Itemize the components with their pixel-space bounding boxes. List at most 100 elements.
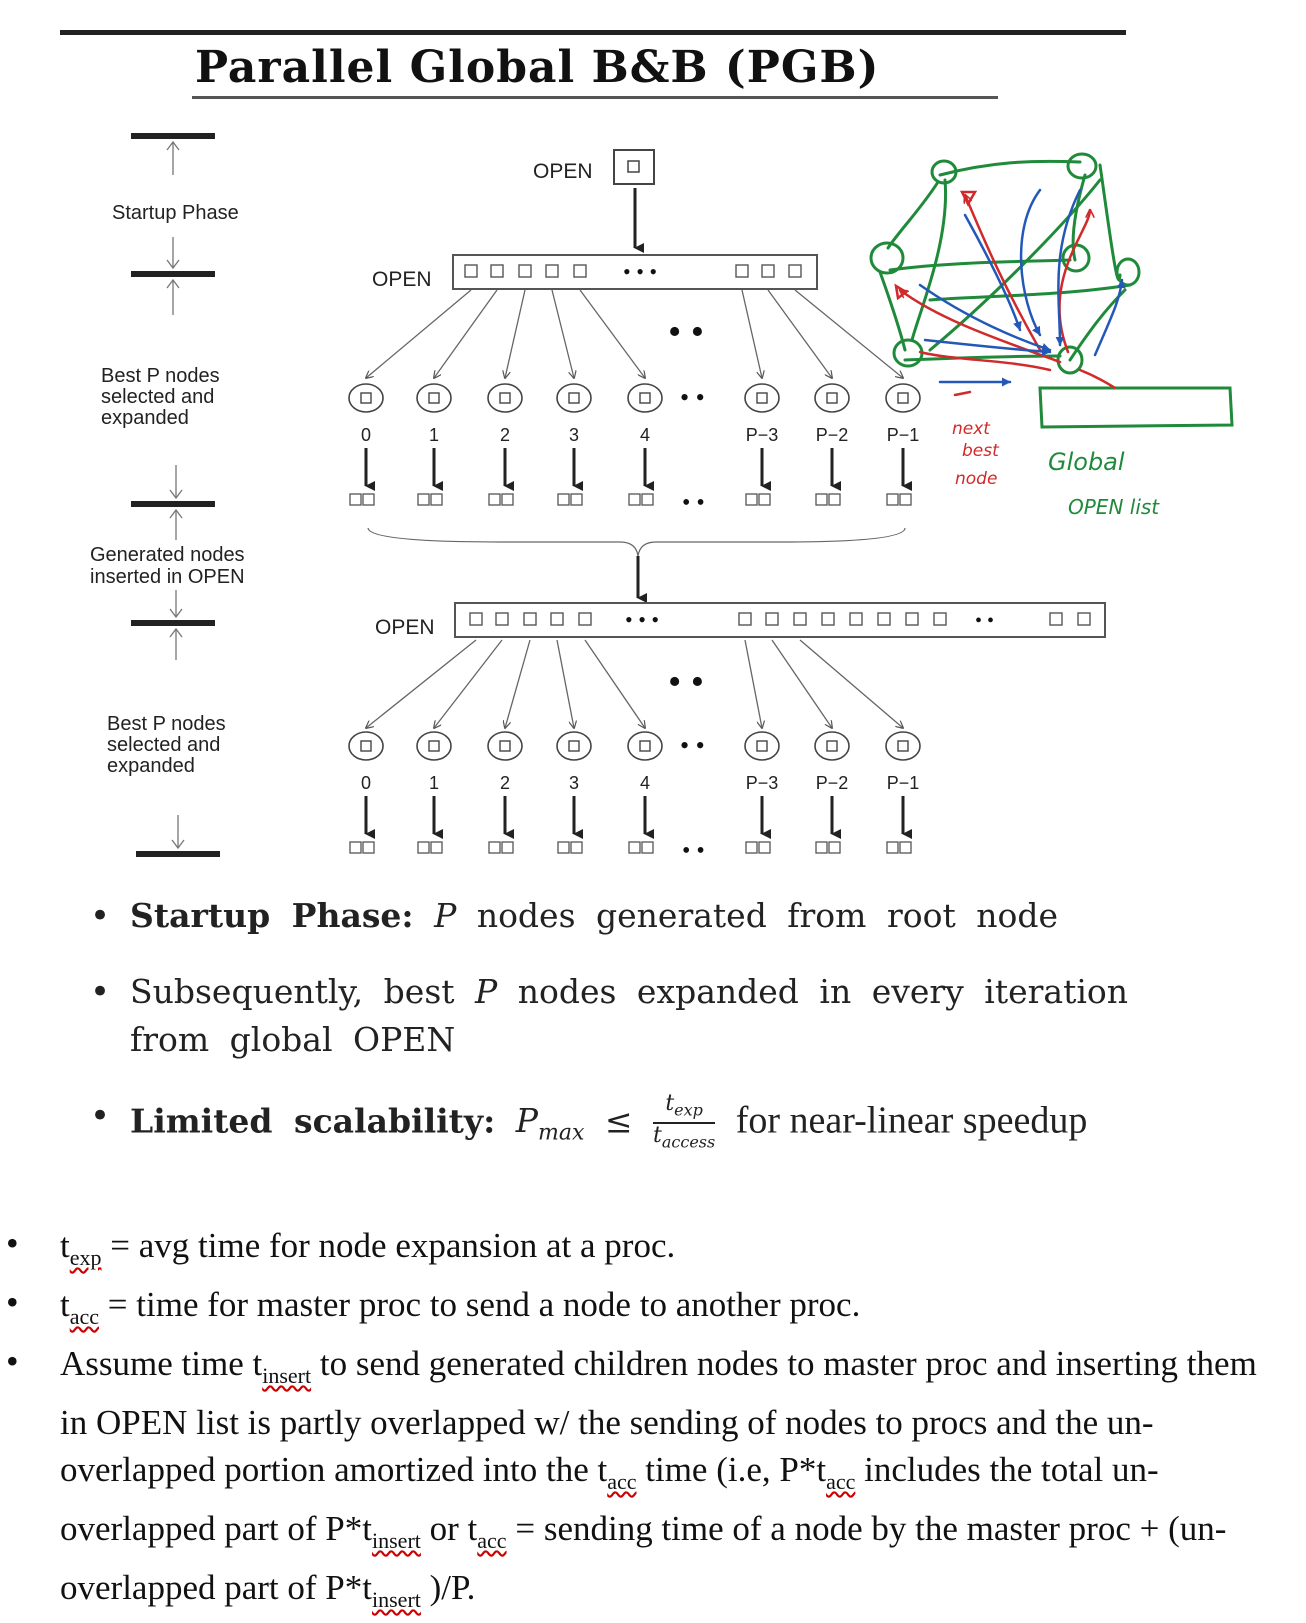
children-ellipsis: • •: [682, 490, 705, 516]
ellipsis-dots: • •: [668, 311, 704, 353]
child-node: [899, 841, 912, 854]
selection-arrow: [767, 289, 832, 378]
child-node: [417, 493, 430, 506]
processor-label: 2: [500, 773, 510, 793]
node-square: [360, 392, 372, 404]
child-node: [886, 841, 899, 854]
merge-brace: [367, 527, 906, 557]
node-square: [568, 392, 580, 404]
child-node: [362, 493, 375, 506]
subseq-pre: Subsequently, best: [130, 972, 455, 1011]
child-node: [557, 841, 570, 854]
child-node: [745, 493, 758, 506]
open-slot: [550, 612, 564, 626]
generated-label-a: Generated nodes: [90, 544, 245, 566]
node-square: [360, 740, 372, 752]
processor-node: [885, 383, 921, 413]
open-slot: [518, 264, 532, 278]
next-best-node-line1: next: [952, 419, 991, 439]
selection-arrows-2: [366, 639, 903, 728]
open-slot: [469, 612, 483, 626]
selection-arrow: [434, 639, 503, 728]
bullet-dot: •: [90, 1096, 111, 1136]
limited-bold: Limited scalability:: [130, 1101, 496, 1141]
best-p-label-1a: Best P nodes: [101, 365, 220, 387]
processor-node: [348, 731, 384, 761]
child-node: [758, 493, 771, 506]
bullet-dot: •: [90, 972, 111, 1012]
handwritten-annotation: next best node Global OPEN list: [869, 152, 1234, 519]
processor-label: P−3: [746, 425, 779, 445]
processor-label: P−2: [816, 425, 849, 445]
open-slot: [545, 264, 559, 278]
selection-arrow: [366, 639, 477, 728]
open-slot: [765, 612, 779, 626]
processor-label: 4: [640, 773, 650, 793]
selection-arrows-1: [366, 289, 903, 378]
processor-ellipsis: • •: [680, 731, 705, 760]
processor-node: [487, 383, 523, 413]
child-node: [430, 841, 443, 854]
open-slot: [877, 612, 891, 626]
processor-label: 0: [361, 773, 371, 793]
bullet-startup: • Startup Phase: P nodes generated from …: [90, 892, 1150, 940]
selection-arrow: [556, 639, 574, 728]
child-node: [641, 493, 654, 506]
global-open-list-line1: Global: [1048, 448, 1125, 476]
selection-arrow: [434, 289, 498, 378]
child-node: [815, 841, 828, 854]
processor-node: [556, 383, 592, 413]
child-node: [828, 841, 841, 854]
node-square: [499, 740, 511, 752]
selection-arrow: [794, 289, 903, 378]
next-best-node-line2: best: [962, 441, 1000, 461]
processor-label: P−3: [746, 773, 779, 793]
processor-label: 3: [569, 425, 579, 445]
node-square: [639, 740, 651, 752]
bullets-top: • Startup Phase: P nodes generated from …: [90, 892, 1150, 1186]
children-ellipsis: • •: [682, 838, 705, 864]
bullet-dot: •: [90, 896, 111, 936]
selection-arrow: [584, 639, 645, 728]
open-ellipsis: • • •: [623, 259, 657, 284]
selection-arrow: [799, 639, 903, 728]
timeline-bar: [131, 501, 215, 507]
bullet-subsequently: • Subsequently, best P nodes expanded in…: [90, 968, 1150, 1064]
open-slot: [1049, 612, 1063, 626]
title-underline: [192, 96, 998, 99]
processor-label: 2: [500, 425, 510, 445]
startup-rest: nodes generated from root node: [476, 896, 1058, 935]
processor-node: [416, 731, 452, 761]
bullet-dot: •: [6, 1282, 19, 1322]
child-node: [417, 841, 430, 854]
child-node: [349, 493, 362, 506]
node-square: [897, 740, 909, 752]
processor-label: P−1: [887, 425, 920, 445]
best-p-label-2b: selected and: [107, 734, 220, 756]
open-label-2: OPEN: [375, 616, 435, 639]
processor-label: 4: [640, 425, 650, 445]
node-square: [756, 740, 768, 752]
open-label-1: OPEN: [372, 268, 432, 291]
page-title: Parallel Global B&B (PGB): [195, 42, 880, 93]
startup-phase-label: Startup Phase: [112, 202, 239, 224]
open-slot: [933, 612, 947, 626]
open-slot: [578, 612, 592, 626]
node-square: [897, 392, 909, 404]
bullets-bottom: • texp = avg time for node expansion at …: [0, 1222, 1306, 1623]
best-p-label-2c: expanded: [107, 755, 195, 777]
child-node: [557, 493, 570, 506]
processor-label: 1: [429, 773, 439, 793]
subseq-p: P: [475, 972, 498, 1011]
open-slot: [464, 264, 478, 278]
node-square: [499, 392, 511, 404]
open-slot: [735, 264, 749, 278]
processor-node: [348, 383, 384, 413]
open-slot: [793, 612, 807, 626]
open-slot: [1077, 612, 1091, 626]
open-slot: [523, 612, 537, 626]
timeline-bar: [131, 620, 215, 626]
next-best-node-line3: node: [955, 469, 997, 489]
